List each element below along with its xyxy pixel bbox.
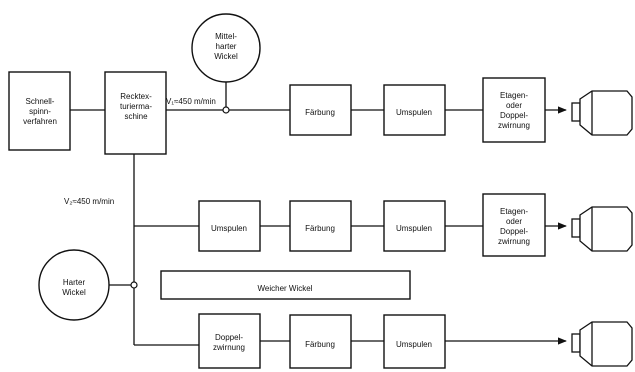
node-umspulen-row2-first: Umspulen	[198, 200, 261, 252]
node-label-line: Doppel-	[500, 227, 528, 236]
speed-label-v2: V₂≈450 m/min	[64, 197, 114, 206]
node-label-line: turierma-	[120, 102, 152, 111]
node-label-line: Doppel-	[215, 333, 243, 342]
svg-text:Schnell-spinn-verfahren: Schnell-spinn-verfahren	[23, 97, 57, 126]
node-label-line: Doppel-	[500, 111, 528, 120]
node-label-line: oder	[506, 217, 522, 226]
node-doppelzwirnung-row3: Doppel-zwirnung	[198, 313, 261, 369]
node-label-line: harter	[216, 42, 237, 51]
svg-text:Umspulen: Umspulen	[396, 224, 432, 233]
node-label-line: Schnell-	[26, 97, 55, 106]
node-label-line: verfahren	[23, 117, 57, 126]
node-label-line: Umspulen	[396, 224, 432, 233]
node-label-line: Umspulen	[396, 340, 432, 349]
svg-text:Recktex-turierma-schine: Recktex-turierma-schine	[120, 92, 152, 121]
node-label-line: Umspulen	[211, 224, 247, 233]
junction-point-top	[222, 106, 230, 114]
node-label-line: zwirnung	[498, 237, 530, 246]
node-label-line: Färbung	[305, 108, 335, 117]
speed-label-v1: V₁≈450 m/min	[166, 97, 216, 106]
node-schnellspinnverfahren: Schnell-spinn-verfahren	[8, 71, 71, 151]
node-label-line: Färbung	[305, 224, 335, 233]
node-label-line: oder	[506, 101, 522, 110]
svg-text:Färbung: Färbung	[305, 108, 335, 117]
node-label-line: spinn-	[29, 107, 51, 116]
node-label-line: Mittel-	[215, 32, 237, 41]
node-label-line: Umspulen	[396, 108, 432, 117]
svg-text:Weicher Wickel: Weicher Wickel	[258, 284, 313, 293]
node-label-line: Harter	[63, 278, 86, 287]
node-label-line: Wickel	[214, 52, 238, 61]
node-faerbung-row2: Färbung	[289, 200, 352, 252]
node-label-line: zwirnung	[213, 343, 245, 352]
junction-point-harter	[130, 281, 138, 289]
node-label-line: Weicher Wickel	[258, 284, 313, 293]
svg-text:Färbung: Färbung	[305, 340, 335, 349]
node-label-line: Etagen-	[500, 91, 528, 100]
output-cone-3	[571, 321, 633, 367]
node-label-line: Etagen-	[500, 207, 528, 216]
svg-text:Umspulen: Umspulen	[396, 340, 432, 349]
node-label-line: zwirnung	[498, 121, 530, 130]
node-umspulen-row2-second: Umspulen	[383, 200, 446, 252]
junctions	[130, 106, 230, 289]
svg-text:Umspulen: Umspulen	[396, 108, 432, 117]
svg-text:Umspulen: Umspulen	[211, 224, 247, 233]
node-label-line: schine	[124, 112, 148, 121]
node-recktexturiermaschine: Recktex-turierma-schine	[104, 71, 167, 155]
node-faerbung-row3: Färbung	[289, 314, 352, 369]
node-umspulen-row3: Umspulen	[383, 314, 446, 369]
node-label-line: Recktex-	[120, 92, 152, 101]
node-label-line: Färbung	[305, 340, 335, 349]
node-umspulen-row1: Umspulen	[383, 84, 446, 136]
svg-text:Färbung: Färbung	[305, 224, 335, 233]
output-cone-2	[571, 206, 633, 252]
svg-text:Doppel-zwirnung: Doppel-zwirnung	[213, 333, 245, 352]
node-label-line: Wickel	[62, 288, 86, 297]
output-cone-1	[571, 90, 633, 136]
node-weicher-wickel: Weicher Wickel	[160, 270, 411, 300]
node-faerbung-row1: Färbung	[289, 84, 352, 136]
connectors	[70, 75, 567, 346]
